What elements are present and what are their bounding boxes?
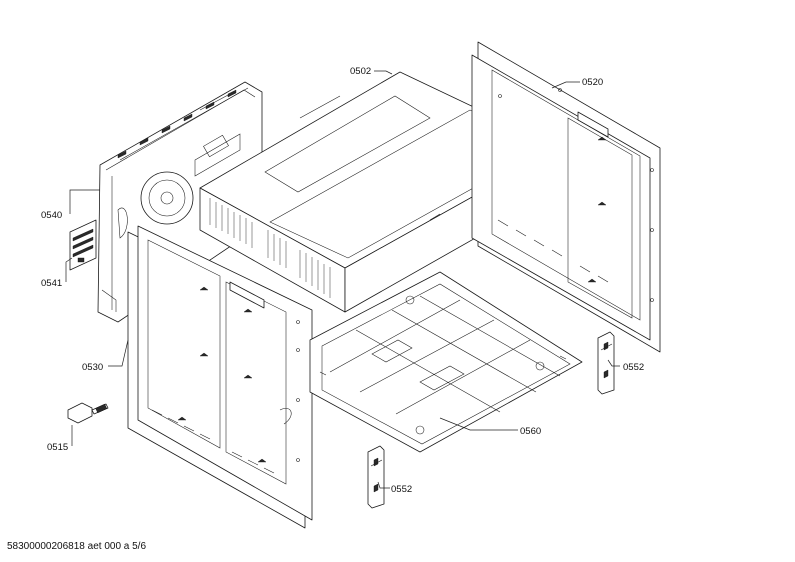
callout-0541: 0541 bbox=[41, 278, 62, 289]
callout-0515: 0515 bbox=[47, 442, 68, 453]
bracket-bottom bbox=[367, 445, 385, 509]
callout-0530: 0530 bbox=[82, 362, 103, 373]
callout-0540: 0540 bbox=[41, 210, 62, 221]
leader-lines bbox=[65, 70, 620, 489]
callout-labels: 0502 0520 0540 0541 0530 0552 0552 0560 … bbox=[41, 66, 644, 495]
document-code: 58300000206818 aet 000 a 5/6 bbox=[7, 541, 147, 552]
callout-0560: 0560 bbox=[520, 426, 541, 437]
callout-0520: 0520 bbox=[582, 77, 603, 88]
electronic-module bbox=[69, 219, 97, 271]
callout-0552-right: 0552 bbox=[623, 362, 644, 373]
callout-0502: 0502 bbox=[350, 66, 371, 77]
callout-0552-bottom: 0552 bbox=[391, 484, 412, 495]
door-switch bbox=[67, 402, 109, 424]
left-side-panel bbox=[127, 225, 313, 529]
bracket-right bbox=[597, 331, 615, 395]
bottom-frame bbox=[309, 271, 583, 453]
right-side-panel bbox=[471, 41, 661, 353]
